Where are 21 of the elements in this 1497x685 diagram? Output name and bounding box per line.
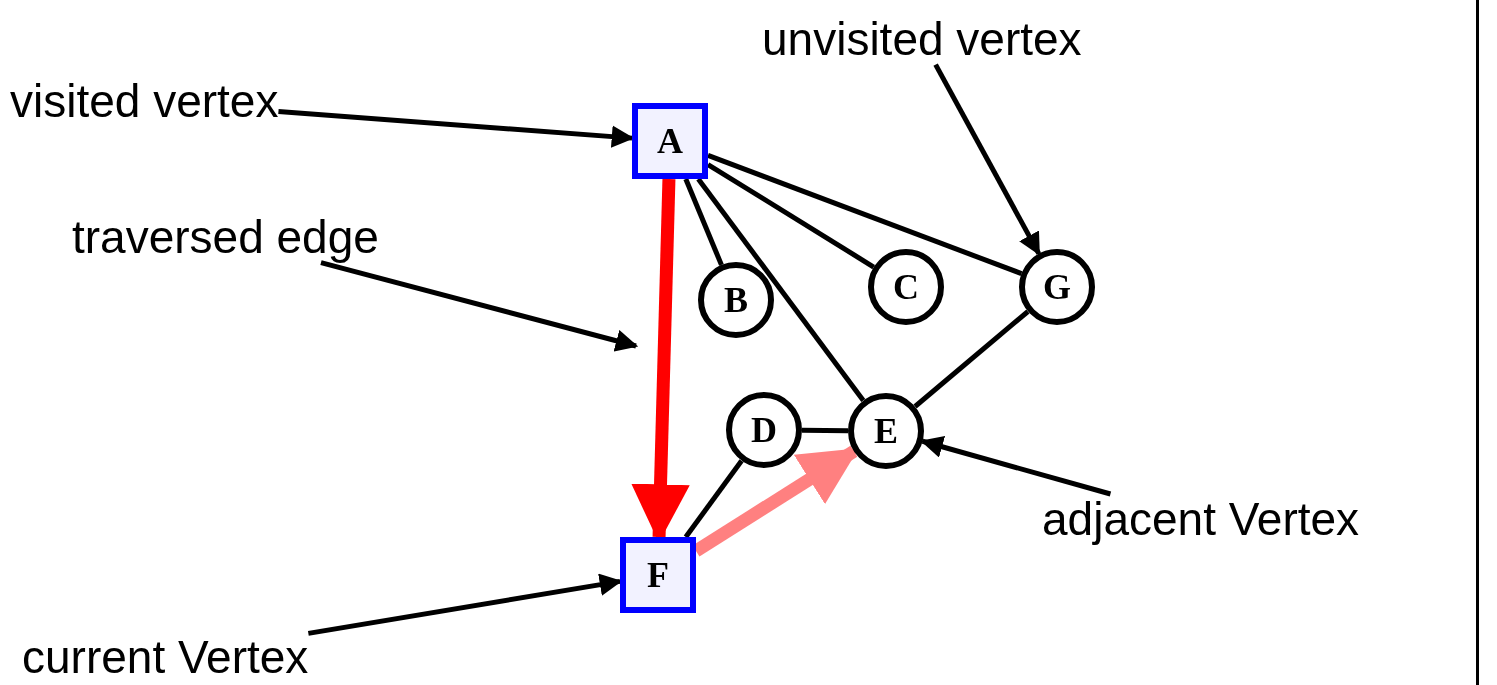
leader-arrow — [920, 435, 1112, 497]
vertex-circle: D — [726, 392, 802, 468]
graph-edge — [707, 153, 1023, 276]
leader-arrow — [320, 260, 639, 352]
leader-arrow — [933, 63, 1041, 256]
graph-edge — [683, 178, 724, 266]
callout-label: adjacent Vertex — [1042, 494, 1360, 545]
vertex-circle: G — [1019, 249, 1095, 325]
visited-vertex-square: A — [632, 103, 708, 179]
vertex-circle: C — [868, 249, 944, 325]
graph-edge — [696, 177, 866, 402]
callout-label: visited vertex — [10, 76, 279, 127]
callout-label: current Vertex — [22, 632, 309, 683]
graph-edge — [913, 309, 1030, 409]
graph-edge — [801, 427, 849, 434]
visited-vertex-square: F — [620, 537, 696, 613]
graph-edge — [683, 459, 744, 539]
callout-label: traversed edge — [72, 212, 379, 263]
vertex-circle: E — [848, 393, 924, 469]
callout-label: unvisited vertex — [762, 14, 1082, 65]
vertex-circle: B — [698, 262, 774, 338]
